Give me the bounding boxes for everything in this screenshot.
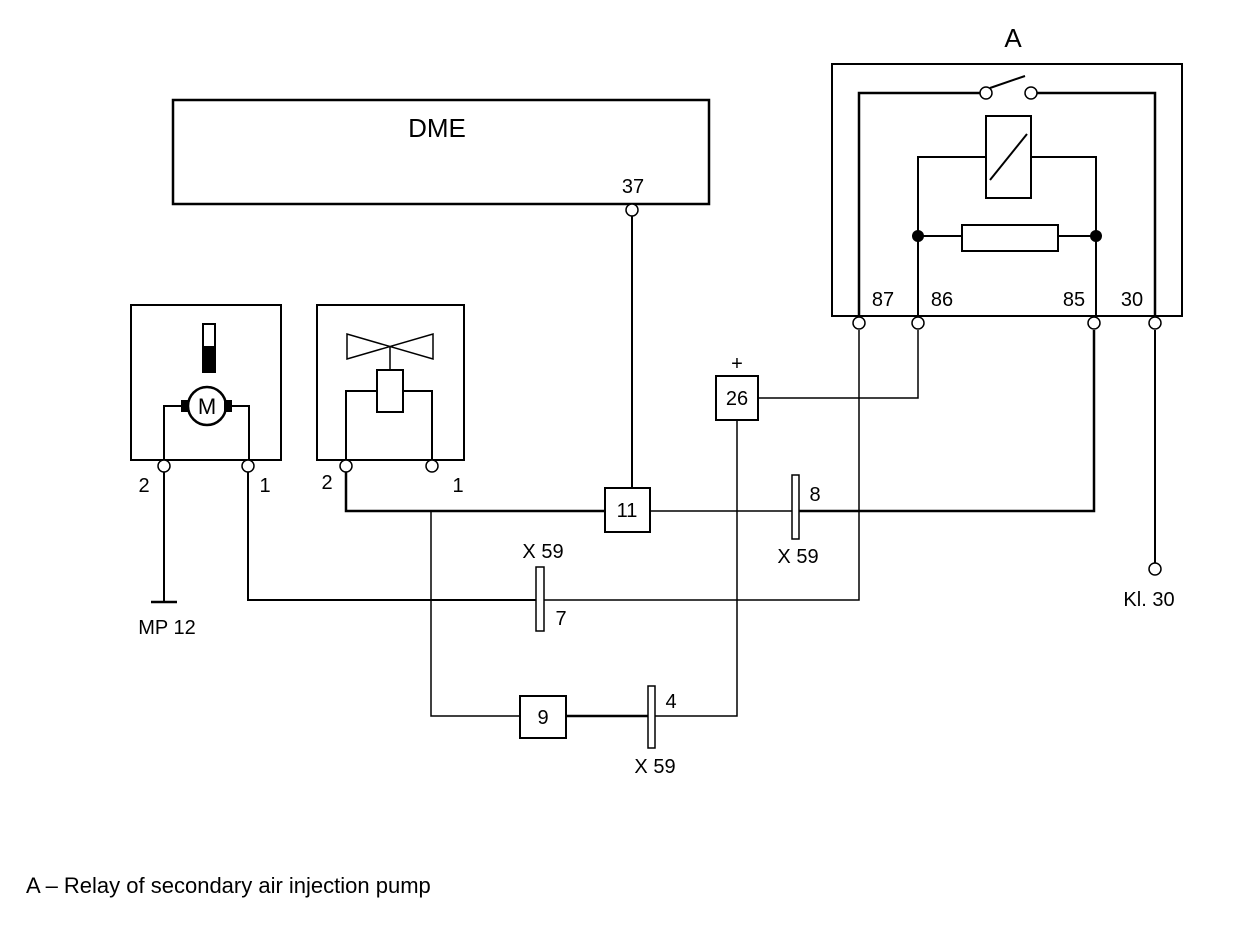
pump-terminal-2 (157, 459, 171, 473)
dme-label: DME (408, 113, 466, 143)
node-26: + 26 (715, 353, 759, 421)
relay-terminal-85 (1087, 316, 1101, 330)
connector-8-pin: 8 (809, 484, 820, 506)
node-11: 11 (604, 487, 651, 533)
connector-x59-4: 4 X 59 (634, 685, 677, 778)
connector-x59-7: X 59 7 (522, 541, 567, 632)
node-11-label: 11 (617, 500, 638, 522)
relay-switch-blade (989, 75, 1026, 89)
air-valve-unit: 2 1 (316, 304, 465, 497)
node-9-label: 9 (537, 707, 548, 729)
relay-pin-85: 85 (1063, 289, 1085, 311)
node-9: 9 (519, 695, 567, 739)
pump-pin-1: 1 (259, 475, 270, 497)
relay-resistor-icon (961, 224, 1059, 252)
relay-a: A 87 86 85 30 (831, 23, 1183, 318)
relay-pin-86: 86 (931, 289, 953, 311)
connector-4-pin: 4 (665, 691, 676, 713)
dme-pin-label: 37 (622, 176, 644, 198)
relay-terminal-87 (852, 316, 866, 330)
node-26-polarity: + (731, 353, 743, 375)
wires (151, 216, 1156, 718)
dme-unit: DME 37 (171, 98, 711, 206)
terminals (157, 203, 1162, 576)
valve-icon (346, 333, 434, 360)
dme-terminal-37 (625, 203, 639, 217)
pump-pin-2: 2 (138, 475, 149, 497)
pump-terminal-1 (241, 459, 255, 473)
motor-symbol: M (198, 394, 216, 419)
connector-4-name: X 59 (634, 756, 675, 778)
connector-7-name: X 59 (522, 541, 563, 563)
motor-icon (186, 385, 228, 427)
kl30-terminal (1148, 562, 1162, 576)
connector-x59-8: 8 X 59 (777, 474, 821, 568)
relay-pin-30: 30 (1121, 289, 1143, 311)
valve-solenoid-icon (376, 369, 404, 413)
valve-pin-1: 1 (452, 475, 463, 497)
node-26-label: 26 (726, 388, 748, 410)
valve-pin-2: 2 (321, 472, 332, 494)
ground-label: MP 12 (138, 617, 195, 639)
caption: A – Relay of secondary air injection pum… (26, 873, 431, 898)
connector-7-pin: 7 (555, 608, 566, 630)
connector-8-name: X 59 (777, 546, 818, 568)
valve-terminal-1 (425, 459, 439, 473)
relay-letter: A (1004, 23, 1022, 53)
relay-terminal-86 (911, 316, 925, 330)
valve-terminal-2 (339, 459, 353, 473)
kl30-label: Kl. 30 (1123, 589, 1174, 611)
relay-terminal-30 (1148, 316, 1162, 330)
relay-pin-87: 87 (872, 289, 894, 311)
air-pump-unit: M 2 1 (130, 304, 282, 497)
